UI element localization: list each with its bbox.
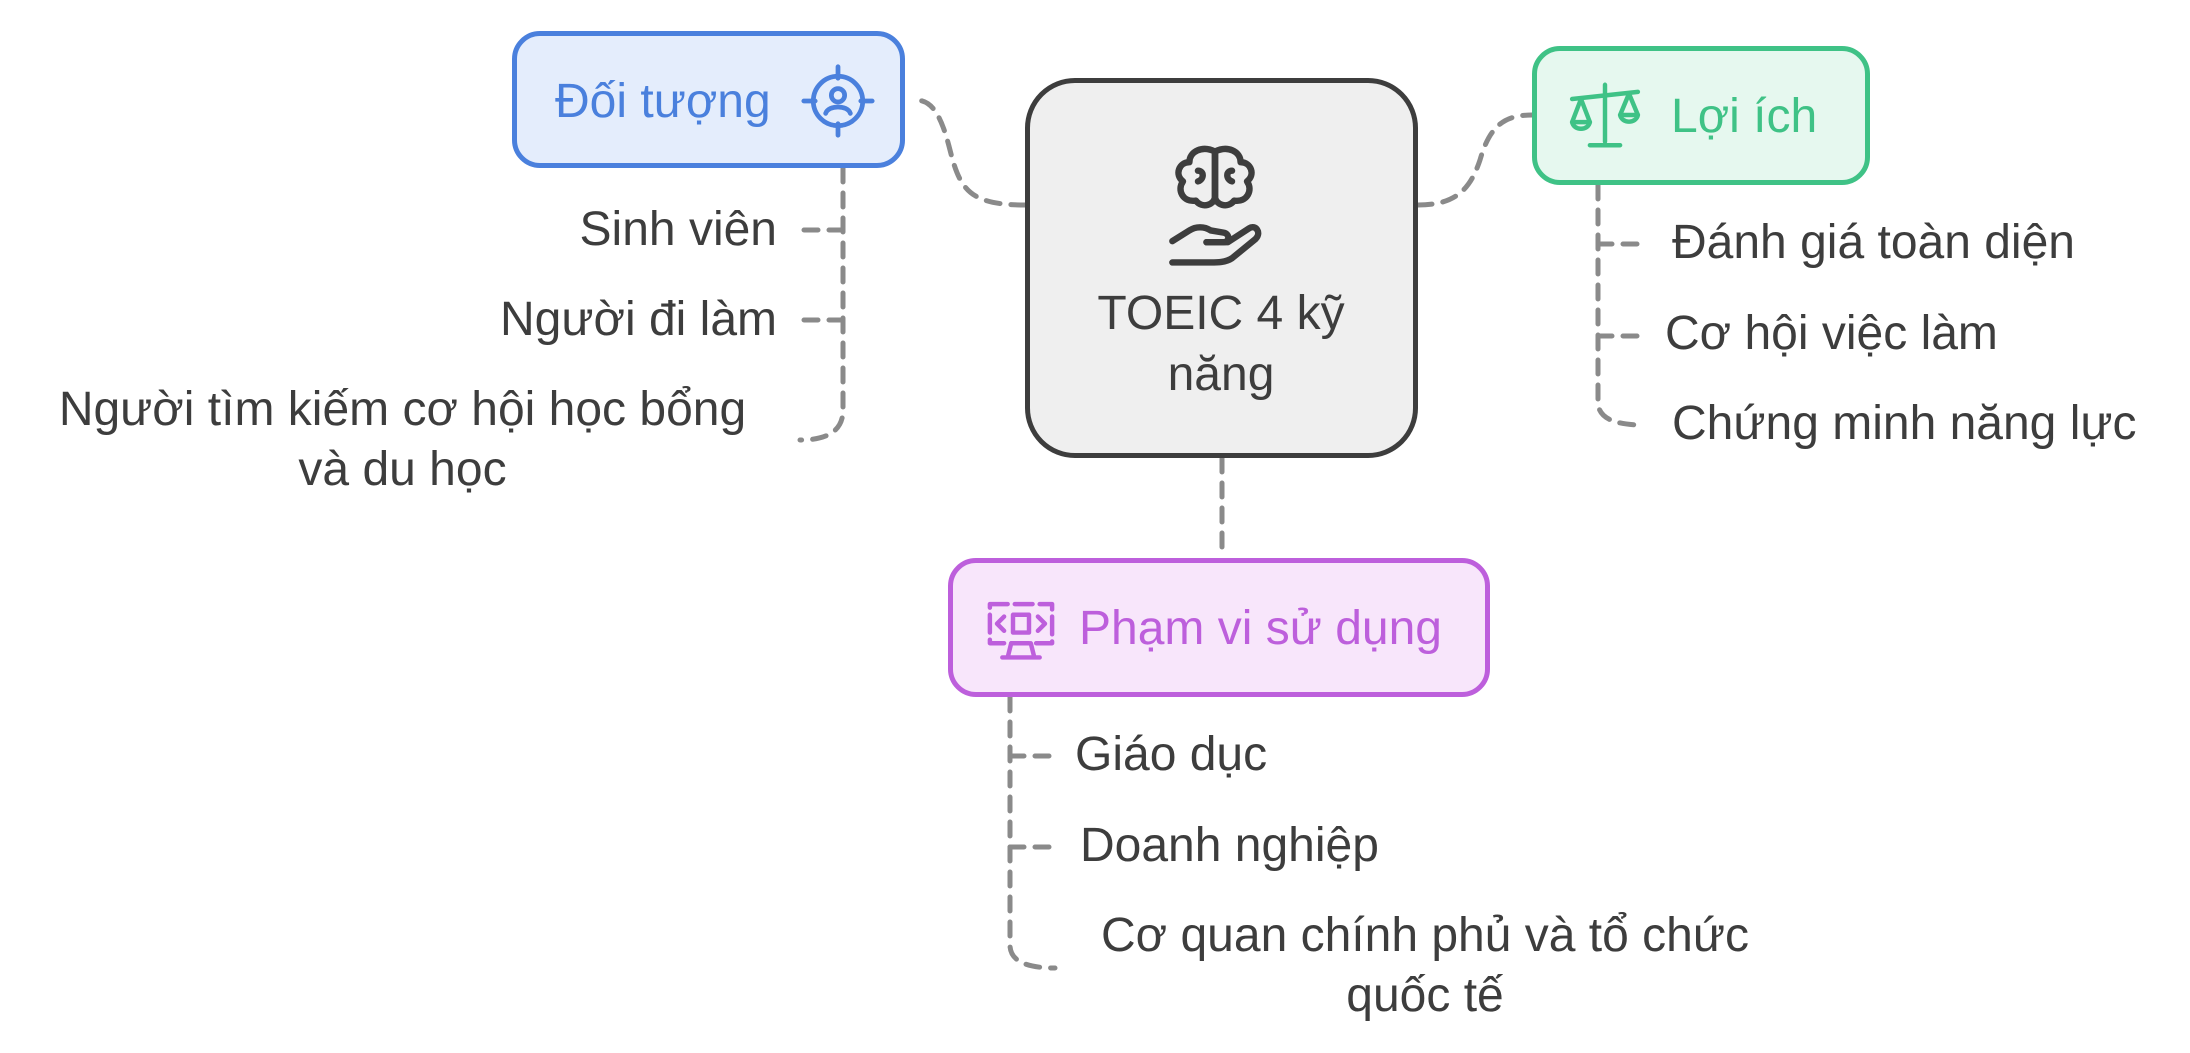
connector-center-loi-ich (1415, 112, 1535, 208)
doi-tuong-item-2: Người đi làm (499, 293, 777, 346)
pham-vi-item-3: Cơ quan chính phủ và tổ chức quốc tế (1101, 909, 1749, 1022)
center-title: TOEIC 4 kỹ năng (1097, 287, 1345, 402)
doi-tuong-node: Đối tượng (512, 31, 905, 168)
loi-ich-item-2: Cơ hội việc làm (1665, 307, 1998, 360)
loi-ich-item-1: Đánh giá toàn diện (1672, 216, 2075, 269)
pham-vi-title: Phạm vi sử dụng (1079, 602, 1442, 655)
scale-icon (1569, 82, 1641, 148)
doi-tuong-item-3: Người tìm kiếm cơ hội học bổng và du học (58, 383, 747, 496)
loi-ich-item-3: Chứng minh năng lực (1672, 397, 2137, 450)
target-user-icon (801, 64, 875, 138)
connector-center-doi-tuong (912, 97, 1028, 208)
doi-tuong-item-1: Sinh viên (579, 203, 777, 256)
doi-tuong-title: Đối tượng (555, 75, 771, 128)
loi-ich-title: Lợi ích (1671, 90, 1818, 143)
pham-vi-item-1: Giáo dục (1075, 728, 1268, 781)
connector-pham-vi-trunk (1007, 694, 1058, 971)
loi-ich-node: Lợi ích (1532, 46, 1870, 185)
connector-doi-tuong-trunk (797, 165, 846, 443)
center-node: TOEIC 4 kỹ năng (1025, 78, 1418, 458)
pham-vi-item-2: Doanh nghiệp (1080, 819, 1379, 872)
monitor-code-icon (987, 601, 1055, 660)
connector-loi-ich-trunk (1595, 182, 1646, 428)
brain-hand-icon (1169, 145, 1262, 266)
pham-vi-node: Phạm vi sử dụng (948, 558, 1490, 697)
